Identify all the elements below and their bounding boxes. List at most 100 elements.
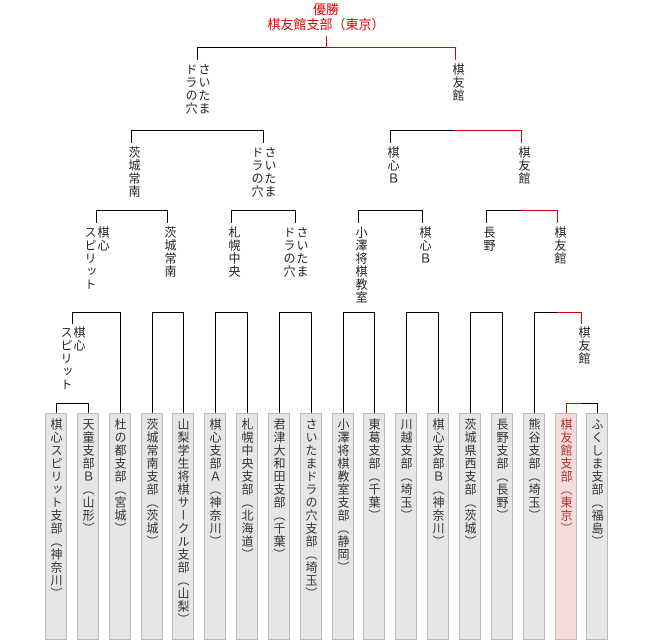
quarterfinal-bracket-line — [231, 210, 295, 211]
champion-team-name: 棋友館支部（東京） — [267, 18, 385, 33]
winner-path-line — [557, 210, 558, 223]
round16-bracket-line — [343, 312, 344, 413]
winner-path-line — [566, 403, 567, 413]
playin-bracket-line — [56, 403, 57, 413]
quarterfinal-bracket-line — [486, 210, 521, 211]
quarterfinal-bracket-line — [96, 210, 97, 223]
round16-bracket-line — [406, 312, 438, 313]
round16-bracket-line — [72, 312, 120, 313]
round16-bracket-line — [152, 312, 183, 313]
round16-bracket-line — [470, 312, 471, 413]
quarterfinalist-label-4: さいたま ドラの穴 — [282, 226, 309, 278]
team-box-14: 茨城県西支部（茨城） — [459, 413, 481, 640]
team-name: 茨城県西支部（茨城） — [463, 418, 477, 548]
winner-path-line — [455, 130, 521, 131]
round16-bracket-line — [534, 312, 535, 413]
semifinalist-label-1: 茨城常南 — [127, 146, 141, 198]
team-box-10: 小澤将棋教室支部（静岡） — [332, 413, 354, 640]
team-box-15: 長野支部（長野） — [491, 413, 513, 640]
team-name: 杜の都支部（宮城） — [113, 418, 127, 535]
semifinal-bracket-line — [263, 130, 264, 143]
quarterfinal-bracket-line — [422, 210, 423, 223]
quarterfinal-bracket-line — [358, 210, 422, 211]
round16-bracket-line — [438, 312, 439, 413]
quarterfinalist-label-6: 棋心Ｂ — [418, 226, 432, 265]
finalist-left-label: さいたま ドラの穴 — [184, 63, 211, 115]
round16-bracket-line — [279, 312, 280, 413]
round16-bracket-line — [470, 312, 502, 313]
quarterfinalist-label-5: 小澤将棋教室 — [354, 226, 368, 304]
team-name: 天童支部Ｂ（山形） — [81, 418, 95, 535]
team-name: ふくしま支部（福島） — [590, 418, 604, 548]
quarterfinal-bracket-line — [486, 210, 487, 223]
team-name: 棋心支部Ｂ（神奈川） — [431, 418, 445, 548]
quarterfinalist-label-2: 茨城常南 — [163, 226, 177, 278]
semifinal-bracket-line — [390, 130, 391, 143]
playin-winner-label-1: 棋心 スピリット — [59, 326, 86, 391]
playin-winner-label-2: 棋友館 — [577, 326, 591, 365]
round16-bracket-line — [279, 312, 311, 313]
semifinal-bracket-line — [131, 130, 132, 143]
round16-bracket-line — [120, 312, 121, 413]
team-name: 君津大和田支部（千葉） — [272, 418, 286, 561]
round16-bracket-line — [247, 312, 248, 413]
winner-path-line — [581, 312, 582, 324]
team-box-18: ふくしま支部（福島） — [586, 413, 608, 640]
team-box-12: 川越支部（埼玉） — [395, 413, 417, 640]
team-name: 長野支部（長野） — [495, 418, 509, 522]
playin-bracket-line — [597, 403, 598, 413]
team-name: 山梨学生将棋サークル支部（山梨） — [176, 418, 190, 626]
quarterfinal-bracket-line — [295, 210, 296, 223]
team-box-7: 札幌中央支部（北海道） — [236, 413, 258, 640]
final-bracket-line — [197, 47, 326, 48]
team-name: 東葛支部（千葉） — [367, 418, 381, 522]
round16-bracket-line — [215, 312, 216, 413]
round16-bracket-line — [152, 312, 153, 413]
team-box-8: 君津大和田支部（千葉） — [268, 413, 290, 640]
round16-bracket-line — [215, 312, 247, 313]
team-name: さいたまドラの穴支部（埼玉） — [304, 418, 318, 600]
finalist-right-label: 棋友館 — [451, 63, 465, 102]
winner-path-line — [557, 312, 581, 313]
team-box-16: 熊谷支部（埼玉） — [523, 413, 545, 640]
round16-bracket-line — [502, 312, 503, 413]
quarterfinalist-label-1: 棋心 スピリット — [83, 226, 110, 291]
winner-path-line — [326, 36, 327, 47]
team-box-5: 山梨学生将棋サークル支部（山梨） — [172, 413, 194, 640]
semifinalist-label-3: 棋心Ｂ — [386, 146, 400, 185]
quarterfinal-bracket-line — [167, 210, 168, 223]
round16-bracket-line — [311, 312, 312, 413]
playin-bracket-line — [88, 403, 89, 413]
winner-path-line — [521, 210, 557, 211]
quarterfinal-bracket-line — [96, 210, 167, 211]
team-name: 棋心支部Ａ（神奈川） — [208, 418, 222, 548]
quarterfinalist-label-3: 札幌中央 — [227, 226, 241, 278]
playin-bracket-line — [581, 403, 597, 404]
team-box-17-champion: 棋友館支部（東京） — [555, 413, 577, 640]
round16-bracket-line — [406, 312, 407, 413]
quarterfinalist-label-8: 棋友館 — [553, 226, 567, 265]
round16-bracket-line — [72, 312, 73, 324]
quarterfinalist-label-7: 長野 — [482, 226, 496, 252]
team-box-2: 天童支部Ｂ（山形） — [77, 413, 99, 640]
round16-bracket-line — [374, 312, 375, 413]
team-box-3: 杜の都支部（宮城） — [109, 413, 131, 640]
champion-block: 優勝 棋友館支部（東京） — [226, 3, 426, 33]
semifinal-bracket-line — [131, 130, 263, 131]
team-name: 茨城常南支部（茨城） — [145, 418, 159, 548]
round16-bracket-line — [183, 312, 184, 413]
team-box-1: 棋心スピリット支部（神奈川） — [45, 413, 67, 640]
winner-path-line — [521, 130, 522, 143]
quarterfinal-bracket-line — [231, 210, 232, 223]
semifinal-bracket-line — [390, 130, 455, 131]
team-name: 小澤将棋教室支部（静岡） — [336, 418, 350, 574]
quarterfinal-bracket-line — [358, 210, 359, 223]
team-box-11: 東葛支部（千葉） — [363, 413, 385, 640]
team-box-9: さいたまドラの穴支部（埼玉） — [300, 413, 322, 640]
winner-path-line — [566, 403, 581, 404]
semifinalist-label-2: さいたま ドラの穴 — [250, 146, 277, 198]
winner-path-line — [455, 47, 456, 60]
playin-bracket-line — [56, 403, 88, 404]
team-name: 棋友館支部（東京） — [559, 418, 573, 535]
team-box-13: 棋心支部Ｂ（神奈川） — [427, 413, 449, 640]
